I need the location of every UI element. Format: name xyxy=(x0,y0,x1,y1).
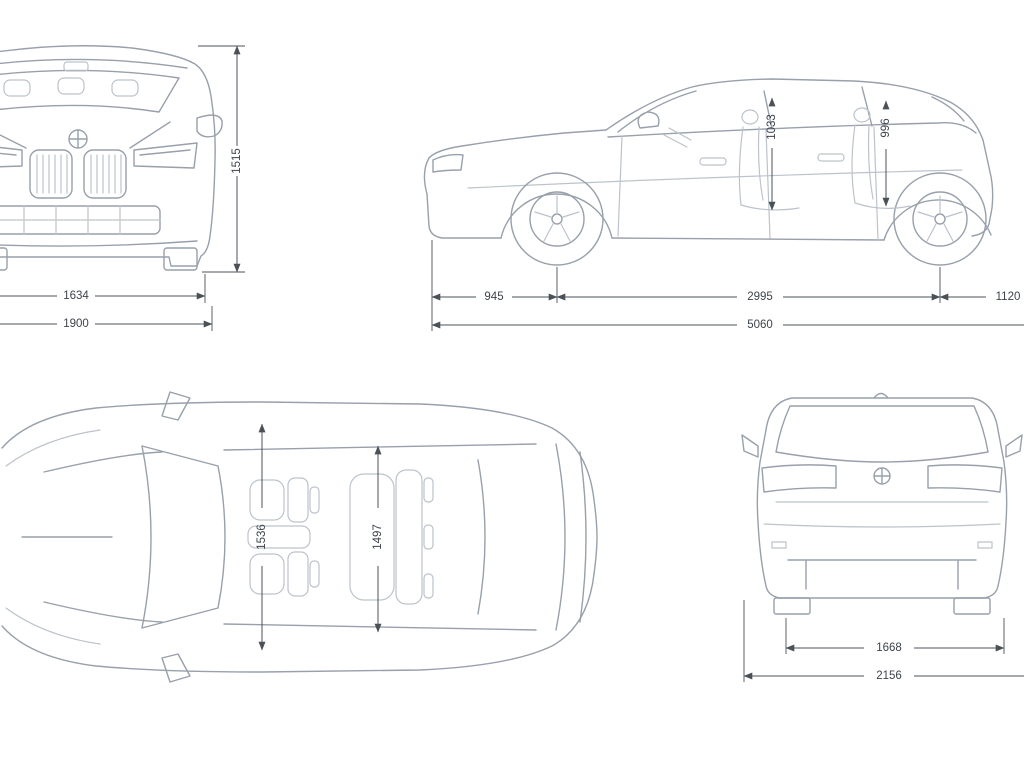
door-handle-front xyxy=(699,157,727,166)
side-view-dimensions: 1033 996 945 2995 1120 5060 xyxy=(431,97,1024,331)
side-body-profile xyxy=(423,78,994,237)
dim-label-track-width: 1634 xyxy=(63,290,89,302)
top-view xyxy=(1,391,598,683)
side-mirror xyxy=(637,111,660,129)
front-wheel-right xyxy=(163,247,198,271)
rear-wheel xyxy=(893,172,987,266)
rear-wheel-left xyxy=(773,597,811,615)
rear-view xyxy=(741,392,1023,615)
side-view xyxy=(423,78,994,266)
side-mirror-bottom xyxy=(161,653,191,683)
dim-label-height: 1515 xyxy=(231,148,243,174)
headrest-right xyxy=(111,79,139,97)
character-line xyxy=(467,169,963,189)
hood-creases xyxy=(0,121,171,149)
hood-lines xyxy=(21,451,163,623)
side-extension-lines xyxy=(431,240,941,331)
side-mirror-left-rear-view xyxy=(741,434,759,458)
door-cut-lines xyxy=(617,126,879,241)
taillight-right xyxy=(927,464,1003,493)
top-body-outline xyxy=(1,401,598,673)
front-bumper-line xyxy=(0,240,198,247)
rear-window xyxy=(775,405,989,463)
headrest-left xyxy=(3,79,31,97)
headlight-left xyxy=(0,146,23,168)
steering-wheel xyxy=(663,127,692,148)
dim-label-rear-overhang: 1120 xyxy=(996,291,1021,303)
front-wheel xyxy=(510,172,604,266)
top-view-seats xyxy=(247,469,434,605)
side-headlight xyxy=(432,153,464,173)
grille-slats xyxy=(36,154,122,194)
rear-bumper-lines xyxy=(787,559,977,590)
kidney-grille-left xyxy=(29,149,73,199)
beltline xyxy=(607,122,977,138)
interior-mirror xyxy=(63,61,89,72)
rear-bench-back xyxy=(395,469,423,605)
front-body-outline xyxy=(0,45,216,267)
a-pillar-line xyxy=(617,90,697,133)
tailgate-creases xyxy=(763,501,1001,528)
rear-wheel-right xyxy=(953,597,991,615)
dim-label-rear-interior-height: 996 xyxy=(880,118,892,137)
pillars xyxy=(763,86,965,130)
dim-label-rear-interior-width: 1497 xyxy=(372,524,384,550)
dim-label-front-interior-width: 1536 xyxy=(256,524,268,550)
headlight-right xyxy=(133,142,198,169)
side-mirror-top xyxy=(161,391,191,421)
rear-view-dimensions: 1668 2156 xyxy=(743,600,1024,682)
front-bumper-contours xyxy=(5,429,101,645)
side-front-bumper xyxy=(426,193,502,239)
front-view xyxy=(0,45,223,271)
rocker-panel xyxy=(611,237,885,241)
reflector-left xyxy=(771,541,787,549)
headrest-center xyxy=(57,77,85,95)
side-mirror-right-front-view xyxy=(196,114,223,138)
taillight-left xyxy=(761,464,837,493)
windshield-top-view xyxy=(141,445,226,629)
dim-label-width-incl-mirrors: 2156 xyxy=(876,670,902,682)
dim-label-front-overhang: 945 xyxy=(484,291,503,303)
dim-label-overall-length: 5060 xyxy=(747,319,773,331)
roof-antenna-fin xyxy=(873,392,889,399)
door-handle-rear xyxy=(817,153,845,162)
bmw-logo-icon-front xyxy=(68,129,88,149)
kidney-grille-right xyxy=(83,149,127,199)
bmw-logo-icon-rear xyxy=(873,467,891,485)
rear-wheel-arch xyxy=(883,199,992,241)
top-view-dimensions: 1536 1497 xyxy=(256,423,384,651)
center-console xyxy=(247,525,311,549)
front-windshield xyxy=(0,69,180,113)
reflector-right xyxy=(977,541,993,549)
side-mirror-right-rear-view xyxy=(1005,434,1023,458)
rear-window-top-view xyxy=(477,459,486,615)
dim-label-rear-track: 1668 xyxy=(876,642,902,654)
rear-extension-lines xyxy=(743,600,1005,682)
front-roof-line xyxy=(0,58,188,69)
rear-bench-cushion xyxy=(349,473,395,601)
lower-intake-mesh xyxy=(0,205,161,235)
front-view-dimensions: 1515 1634 1900 xyxy=(0,45,245,331)
dim-label-overall-width: 1900 xyxy=(63,318,89,330)
front-wheel-left xyxy=(0,247,8,271)
tailgate-lines xyxy=(555,443,587,631)
rear-body-outline xyxy=(756,397,1008,599)
dim-label-front-interior-height: 1033 xyxy=(766,114,778,140)
dim-label-wheelbase: 2995 xyxy=(747,291,773,303)
